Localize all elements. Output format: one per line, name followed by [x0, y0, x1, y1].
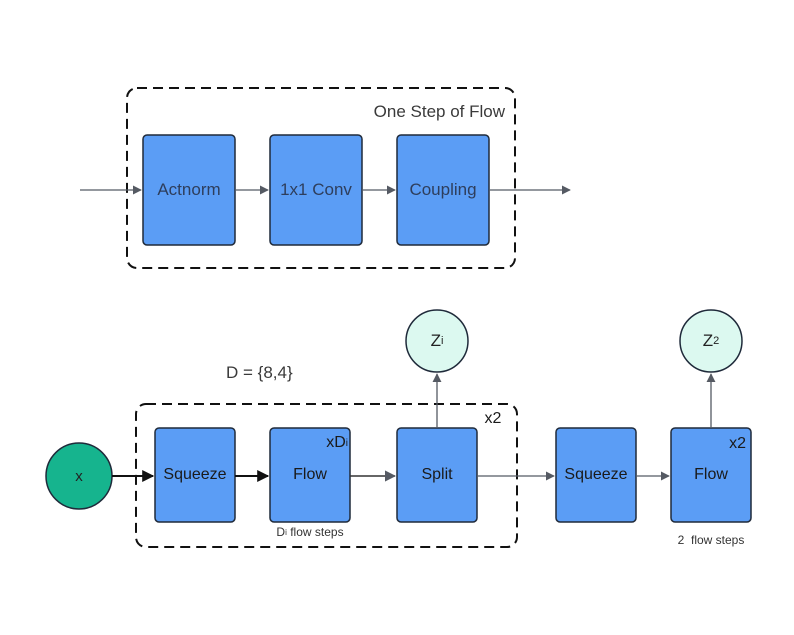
actnorm-box[interactable]	[142, 134, 236, 246]
input-x-node[interactable]	[45, 442, 113, 510]
final-flow-box[interactable]	[670, 427, 752, 523]
conv1x1-box[interactable]	[269, 134, 363, 246]
split-box[interactable]	[396, 427, 478, 523]
z2-node[interactable]	[679, 309, 743, 373]
final-squeeze-box[interactable]	[555, 427, 637, 523]
squeeze-box[interactable]	[154, 427, 236, 523]
coupling-box[interactable]	[396, 134, 490, 246]
zi-node[interactable]	[405, 309, 469, 373]
flow-box[interactable]	[269, 427, 351, 523]
one-step-of-flow-group	[126, 87, 516, 269]
